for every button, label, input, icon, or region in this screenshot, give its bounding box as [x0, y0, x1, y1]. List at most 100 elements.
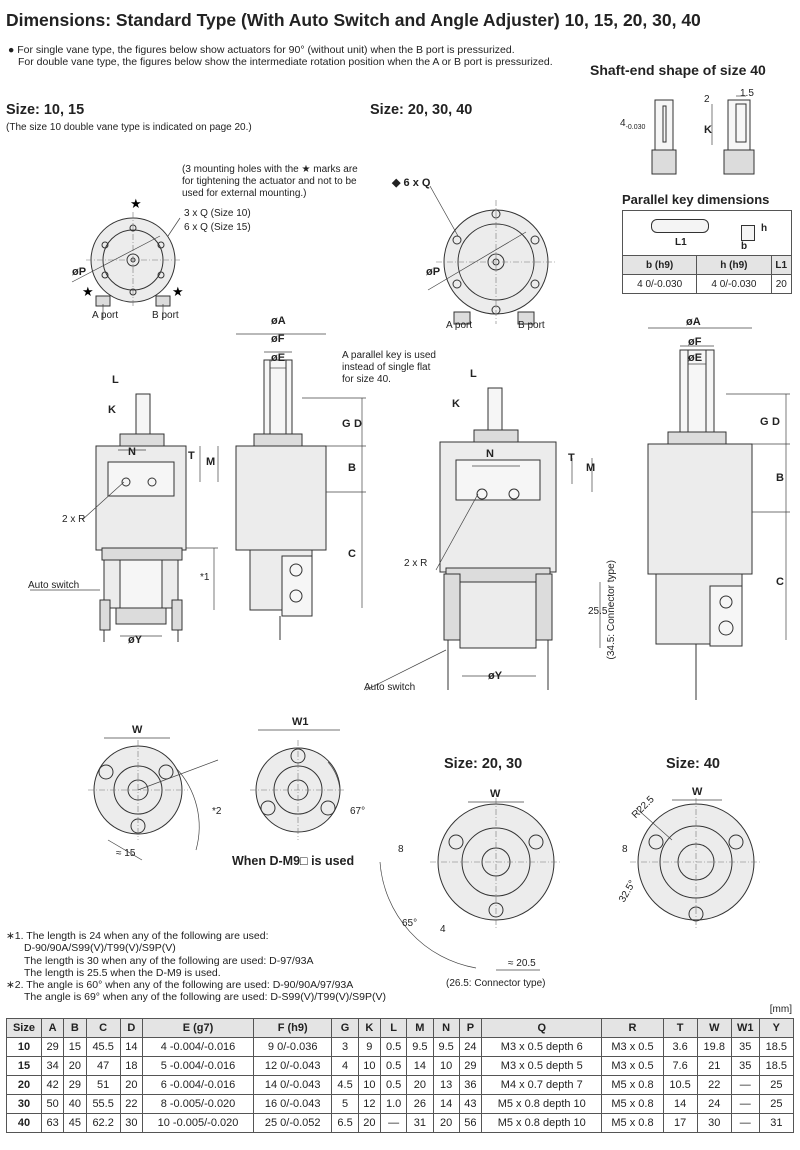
label-phi-a-small: øA — [271, 315, 286, 327]
label-g-small: G — [342, 418, 351, 430]
table-cell: 18.5 — [758, 1037, 795, 1057]
table-header-cell: D — [119, 1018, 144, 1038]
table-cell: 34 — [40, 1056, 65, 1076]
table-cell: 15 — [6, 1056, 42, 1076]
pk-header-h: h (h9) — [696, 255, 772, 275]
label-angle-67: 67° — [350, 806, 366, 817]
key-note: A parallel key is used instead of single… — [342, 350, 436, 385]
table-header-cell: G — [331, 1018, 359, 1038]
table-header-cell: Y — [758, 1018, 795, 1038]
table-cell: 20 — [119, 1075, 144, 1095]
table-cell: — — [730, 1075, 760, 1095]
table-cell: 19.8 — [696, 1037, 732, 1057]
table-cell: 6 -0.004/-0.016 — [142, 1075, 254, 1095]
label-dim-8-40: 8 — [622, 844, 628, 855]
table-cell: 17 — [662, 1113, 698, 1133]
table-cell: 4 -0.004/-0.016 — [142, 1037, 254, 1057]
intro-note: ● For single vane type, the figures belo… — [8, 44, 568, 68]
table-cell: 0.5 — [379, 1037, 408, 1057]
label-q6: 6 x Q (Size 15) — [184, 222, 251, 233]
table-cell: 20 — [406, 1075, 434, 1095]
table-cell: 62.2 — [85, 1113, 121, 1133]
label-auto-switch-large: Auto switch — [364, 682, 416, 693]
label-phi-y-small: øY — [128, 634, 143, 646]
label-angle-65: 65° — [402, 918, 418, 929]
small-side-view — [235, 333, 366, 640]
footnotes: ∗1. The length is 24 when any of the fol… — [6, 930, 526, 1004]
table-cell: 26 — [406, 1094, 434, 1114]
label-k-small: K — [108, 404, 116, 416]
table-cell: 10 -0.005/-0.020 — [142, 1113, 254, 1133]
label-2r-large: 2 x R — [404, 558, 428, 569]
table-cell: 45 — [63, 1113, 87, 1133]
table-cell: 7.6 — [662, 1056, 698, 1076]
table-cell: 14 — [662, 1094, 698, 1114]
size-small-title: Size: 10, 15 — [6, 102, 85, 118]
table-cell: 25 0/-0.052 — [252, 1113, 333, 1133]
table-cell: 18.5 — [758, 1056, 795, 1076]
table-cell: 0.5 — [379, 1056, 408, 1076]
parallel-key-title: Parallel key dimensions — [622, 192, 770, 207]
pk-label-h: h — [761, 223, 768, 234]
table-cell: 14 — [406, 1056, 434, 1076]
table-cell: 24 — [696, 1094, 732, 1114]
table-cell: 31 — [758, 1113, 795, 1133]
table-header-cell: N — [432, 1018, 460, 1038]
mount-note: (3 mounting holes with the ★ marks are f… — [182, 164, 358, 199]
label-star2: *2 — [212, 806, 222, 817]
table-cell: 45.5 — [85, 1037, 121, 1057]
table-header-cell: K — [357, 1018, 382, 1038]
table-cell: 10 — [6, 1037, 42, 1057]
table-cell: M5 x 0.8 depth 10 — [481, 1113, 603, 1133]
table-cell: 6.5 — [331, 1113, 359, 1133]
table-header-cell: W — [696, 1018, 732, 1038]
label-dim-20-5: ≈ 20.5 — [508, 958, 536, 969]
footnote-2a: ∗2. The angle is 60° when any of the fol… — [6, 979, 354, 992]
table-cell: 9 — [357, 1037, 382, 1057]
table-cell: 63 — [40, 1113, 65, 1133]
table-cell: 4.5 — [331, 1075, 359, 1095]
table-cell: 35 — [730, 1056, 760, 1076]
table-cell: 20 — [432, 1113, 460, 1133]
label-n-small: N — [128, 446, 136, 458]
bottom-view-10-15 — [88, 737, 219, 861]
table-cell: 22 — [696, 1075, 732, 1095]
parallel-key-table: L1 b h b (h9) h (h9) L1 4 0/-0.030 4 0/-… — [621, 210, 793, 294]
table-header-cell: R — [601, 1018, 664, 1038]
table-cell: 10 — [357, 1075, 382, 1095]
label-phi-p-large: øP — [426, 266, 441, 278]
table-cell: 10.5 — [662, 1075, 698, 1095]
label-25-5: 25.5 — [588, 606, 608, 617]
label-phi-y-large: øY — [488, 670, 503, 682]
footnote-1b: D-90/90A/S99(V)/T99(V)/S9P(V) — [24, 942, 176, 955]
table-cell: 20 — [6, 1075, 42, 1095]
table-cell: 29 — [63, 1075, 87, 1095]
table-cell: 16 0/-0.043 — [252, 1094, 333, 1114]
table-cell: 30 — [6, 1094, 42, 1114]
label-auto-switch-small: Auto switch — [28, 580, 80, 591]
label-w1: W1 — [292, 716, 309, 728]
pk-label-l1: L1 — [675, 237, 687, 248]
table-cell: 50 — [40, 1094, 65, 1114]
table-cell: 42 — [40, 1075, 65, 1095]
label-g-large: G — [760, 416, 769, 428]
label-t-small: T — [188, 450, 195, 462]
table-cell: M3 x 0.5 depth 5 — [481, 1056, 603, 1076]
pk-label-b: b — [741, 241, 748, 252]
table-cell: 47 — [85, 1056, 121, 1076]
table-header-cell: T — [662, 1018, 698, 1038]
table-header-cell: M — [406, 1018, 434, 1038]
table-header-cell: Size — [6, 1018, 42, 1038]
table-cell: 8 -0.005/-0.020 — [142, 1094, 254, 1114]
label-d-small: D — [354, 418, 362, 430]
table-cell: 9 0/-0.036 — [252, 1037, 333, 1057]
label-b-port-small: B port — [152, 310, 179, 321]
label-2r-small: 2 x R — [62, 514, 86, 525]
